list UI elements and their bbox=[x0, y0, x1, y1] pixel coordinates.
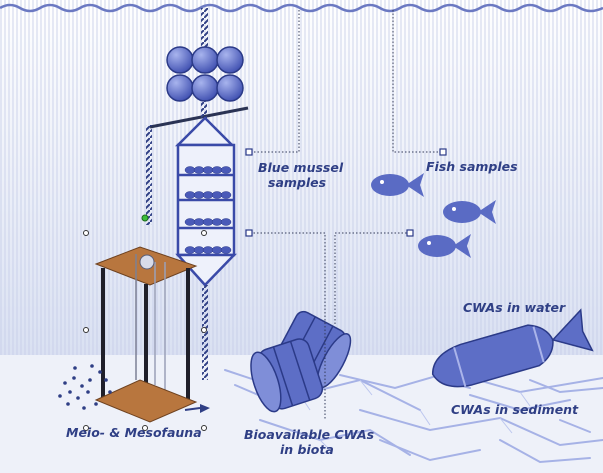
label-blue-mussel-line2: samples bbox=[268, 175, 327, 190]
water-column bbox=[0, 0, 603, 360]
cross-bar bbox=[149, 106, 249, 129]
label-cwas-in-water: CWAs in water bbox=[463, 300, 566, 315]
fish-icon bbox=[371, 173, 424, 197]
bomb-icon bbox=[431, 308, 594, 388]
fish-icon bbox=[418, 234, 471, 258]
label-bioavailable-cwas: Bioavailable CWAs in biota bbox=[244, 427, 374, 457]
label-blue-mussel: Blue mussel samples bbox=[258, 160, 343, 190]
mooring-rope-top bbox=[201, 8, 208, 48]
leader-handles bbox=[245, 148, 447, 237]
buoy-cluster bbox=[166, 46, 244, 102]
label-bioavailable-line2: in biota bbox=[280, 442, 334, 457]
mussel-rows bbox=[184, 166, 232, 254]
mooring-rope-middle bbox=[201, 100, 207, 130]
sediment-particles bbox=[58, 364, 112, 410]
fish-icon bbox=[443, 200, 496, 224]
selection-handles bbox=[83, 230, 207, 431]
label-blue-mussel-line1: Blue mussel bbox=[258, 160, 344, 175]
label-fish-samples: Fish samples bbox=[426, 159, 518, 174]
sediment-trap bbox=[94, 246, 210, 423]
label-meio-mesofauna: Meio- & Mesofauna bbox=[66, 425, 202, 440]
rotation-handle[interactable] bbox=[141, 214, 149, 222]
leader-lines bbox=[250, 10, 442, 420]
label-cwas-in-sediment: CWAs in sediment bbox=[451, 402, 579, 417]
barrel-icon bbox=[250, 310, 352, 413]
mussel-cage bbox=[174, 116, 237, 287]
label-bioavailable-line1: Bioavailable CWAs bbox=[244, 427, 375, 442]
mooring-rope-diagonal bbox=[146, 125, 152, 225]
